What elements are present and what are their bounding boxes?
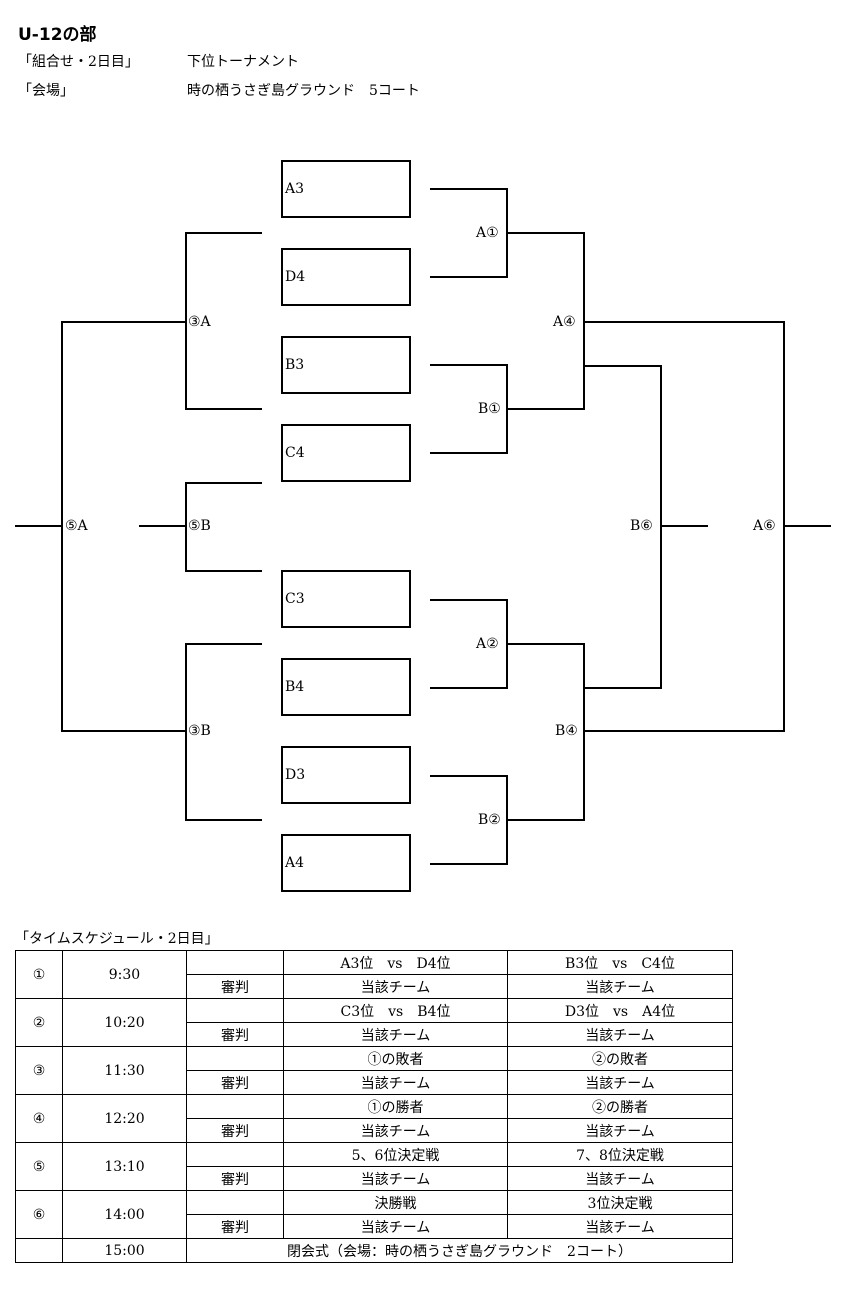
empty-cell bbox=[186, 1142, 284, 1167]
match-number: ⑤ bbox=[15, 1142, 63, 1191]
match-time: 11:30 bbox=[62, 1046, 187, 1095]
team-box-a4: A4 bbox=[281, 834, 411, 892]
team-box-c4: C4 bbox=[281, 424, 411, 482]
match-label-b4: B④ bbox=[555, 723, 578, 739]
match-number: ⑥ bbox=[15, 1190, 63, 1239]
game-1: 決勝戦 bbox=[283, 1190, 508, 1215]
game-2: 7、8位決定戦 bbox=[507, 1142, 733, 1167]
game-1: ①の敗者 bbox=[283, 1046, 508, 1071]
referee-label: 審判 bbox=[186, 1118, 284, 1143]
team-box-d3: D3 bbox=[281, 746, 411, 804]
team-box-d4: D4 bbox=[281, 248, 411, 306]
match-label-3a: ③A bbox=[188, 314, 211, 330]
match-time: 13:10 bbox=[62, 1142, 187, 1191]
schedule-referee-row: 審判当該チーム当該チーム bbox=[16, 974, 733, 999]
schedule-referee-row: 審判当該チーム当該チーム bbox=[16, 1070, 733, 1095]
referee-2: 当該チーム bbox=[507, 974, 733, 999]
match-label-a1: A① bbox=[476, 225, 499, 241]
referee-1: 当該チーム bbox=[283, 1022, 508, 1047]
schedule-referee-row: 審判当該チーム当該チーム bbox=[16, 1118, 733, 1143]
schedule-referee-row: 審判当該チーム当該チーム bbox=[16, 1022, 733, 1047]
empty-cell bbox=[186, 950, 284, 975]
bracket-lines bbox=[15, 188, 831, 865]
info-value-pairing: 下位トーナメント bbox=[187, 54, 299, 70]
match-label-5b: ⑤B bbox=[188, 518, 211, 534]
page-title: U-12の部 bbox=[18, 25, 97, 45]
game-2: 3位決定戦 bbox=[507, 1190, 733, 1215]
info-label-venue: 「会場」 bbox=[18, 83, 74, 99]
team-box-a3: A3 bbox=[281, 160, 411, 218]
info-label-pairing: 「組合せ・2日目」 bbox=[18, 54, 139, 70]
game-1: C3位 vs B4位 bbox=[283, 998, 508, 1023]
game-1: ①の勝者 bbox=[283, 1094, 508, 1119]
empty-cell bbox=[186, 1094, 284, 1119]
info-value-venue: 時の栖うさぎ島グラウンド 5コート bbox=[187, 83, 420, 99]
game-2: ②の敗者 bbox=[507, 1046, 733, 1071]
team-box-c3: C3 bbox=[281, 570, 411, 628]
game-2: B3位 vs C4位 bbox=[507, 950, 733, 975]
referee-2: 当該チーム bbox=[507, 1022, 733, 1047]
referee-label: 審判 bbox=[186, 1166, 284, 1191]
match-time: 10:20 bbox=[62, 998, 187, 1047]
referee-label: 審判 bbox=[186, 974, 284, 999]
match-time: 12:20 bbox=[62, 1094, 187, 1143]
closing-no bbox=[15, 1238, 63, 1263]
match-label-b2: B② bbox=[478, 812, 501, 828]
match-number: ③ bbox=[15, 1046, 63, 1095]
schedule-title: 「タイムスケジュール・2日目」 bbox=[15, 931, 219, 947]
referee-label: 審判 bbox=[186, 1070, 284, 1095]
closing-row: 15:00 閉会式（会場：時の栖うさぎ島グラウンド 2コート） bbox=[15, 1238, 733, 1263]
referee-label: 審判 bbox=[186, 1022, 284, 1047]
game-2: D3位 vs A4位 bbox=[507, 998, 733, 1023]
match-label-b6: B⑥ bbox=[630, 518, 653, 534]
match-number: ② bbox=[15, 998, 63, 1047]
match-label-3b: ③B bbox=[188, 723, 211, 739]
closing-text: 閉会式（会場：時の栖うさぎ島グラウンド 2コート） bbox=[186, 1238, 733, 1263]
referee-2: 当該チーム bbox=[507, 1070, 733, 1095]
closing-time: 15:00 bbox=[62, 1238, 187, 1263]
referee-1: 当該チーム bbox=[283, 1166, 508, 1191]
game-2: ②の勝者 bbox=[507, 1094, 733, 1119]
match-label-b1: B① bbox=[478, 401, 501, 417]
referee-1: 当該チーム bbox=[283, 974, 508, 999]
referee-2: 当該チーム bbox=[507, 1118, 733, 1143]
empty-cell bbox=[186, 1046, 284, 1071]
schedule-referee-row: 審判当該チーム当該チーム bbox=[16, 1166, 733, 1191]
match-label-a2: A② bbox=[476, 636, 499, 652]
empty-cell bbox=[186, 998, 284, 1023]
match-number: ④ bbox=[15, 1094, 63, 1143]
match-label-5a: ⑤A bbox=[65, 518, 88, 534]
referee-1: 当該チーム bbox=[283, 1214, 508, 1239]
team-box-b4: B4 bbox=[281, 658, 411, 716]
match-label-a6: A⑥ bbox=[753, 518, 776, 534]
referee-2: 当該チーム bbox=[507, 1214, 733, 1239]
empty-cell bbox=[186, 1190, 284, 1215]
match-time: 14:00 bbox=[62, 1190, 187, 1239]
referee-label: 審判 bbox=[186, 1214, 284, 1239]
referee-1: 当該チーム bbox=[283, 1118, 508, 1143]
match-label-a4: A④ bbox=[553, 314, 576, 330]
game-1: A3位 vs D4位 bbox=[283, 950, 508, 975]
match-time: 9:30 bbox=[62, 950, 187, 999]
referee-2: 当該チーム bbox=[507, 1166, 733, 1191]
referee-1: 当該チーム bbox=[283, 1070, 508, 1095]
match-number: ① bbox=[15, 950, 63, 999]
game-1: 5、6位決定戦 bbox=[283, 1142, 508, 1167]
team-box-b3: B3 bbox=[281, 336, 411, 394]
